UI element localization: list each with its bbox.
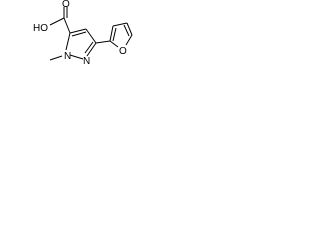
bond-pyrazole-n1-c5 [65, 32, 71, 51]
atom-label-hydroxyl: HO [33, 23, 48, 34]
atom-label-ring-nitrogen-1: N [64, 51, 71, 62]
bond-furan-c4-c5-a [126, 22, 133, 36]
bond-furan-c5-o [125, 34, 133, 46]
bond-furan-c3-c4 [112, 22, 128, 27]
bond-pyrazole-c3-n2-b [84, 41, 94, 54]
bond-furan-c2-c3-b [112, 27, 117, 42]
atom-label-ring-nitrogen-2: N [83, 56, 90, 67]
bond-furan-c2-c3-a [109, 25, 114, 42]
bond-carboxyl-c-oh [49, 17, 65, 26]
bond-furan-o-c2 [109, 40, 119, 48]
bond-carboxyl-c-ring [63, 17, 71, 34]
bond-n-methyl [49, 55, 63, 61]
bond-pyrazole-n2-n1 [69, 54, 84, 60]
atom-label-furan-oxygen: O [119, 46, 127, 57]
molecule-structure: O HO N N O [33, 0, 133, 67]
bond-pyrazole-furan [95, 40, 111, 44]
bond-pyrazole-c5-c4-a [69, 28, 87, 34]
bond-pyrazole-c4-c3 [85, 28, 97, 44]
atom-label-carboxyl-oxygen: O [62, 0, 70, 10]
bond-pyrazole-c3-n2-a [86, 42, 97, 57]
bond-pyrazole-c5-c4-b [71, 31, 87, 37]
bond-furan-c4-c5-b [123, 24, 130, 37]
